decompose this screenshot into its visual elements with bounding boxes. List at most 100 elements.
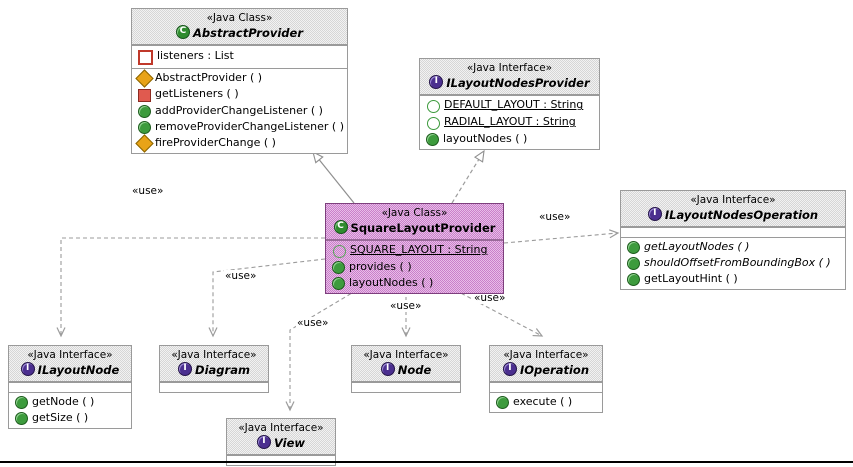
public-method-icon	[15, 412, 28, 426]
private-method-icon	[138, 89, 151, 103]
stereotype-label: «Java Interface»	[238, 422, 324, 434]
public-method-icon	[138, 105, 151, 119]
method-row[interactable]: AbstractProvider ( )	[132, 69, 347, 88]
public-method-icon	[15, 396, 28, 410]
stereotype-label: «Java Class»	[206, 12, 273, 24]
method-row[interactable]: layoutNodes ( )	[326, 275, 503, 291]
field-row[interactable]: DEFAULT_LAYOUT : String	[420, 97, 599, 114]
member-label: DEFAULT_LAYOUT : String	[444, 98, 584, 112]
stereotype-label: «Java Class»	[381, 207, 448, 219]
java-interface-icon: I	[647, 207, 662, 222]
stereotype-label: «Java Interface»	[503, 349, 589, 361]
fields-compartment: DEFAULT_LAYOUT : String RADIAL_LAYOUT : …	[420, 95, 599, 149]
bottom-border-rule	[0, 461, 853, 463]
method-row[interactable]: execute ( )	[490, 394, 602, 410]
method-row[interactable]: removeProviderChangeListener ( )	[132, 119, 347, 135]
member-label: provides ( )	[349, 259, 412, 273]
member-label: listeners : List	[157, 49, 234, 63]
use-label-view: «use»	[296, 317, 330, 329]
java-class-icon: C	[175, 25, 190, 40]
method-row[interactable]: shouldOffsetFromBoundingBox ( )	[621, 255, 845, 271]
member-label: layoutNodes ( )	[443, 131, 528, 145]
public-method-icon	[332, 277, 345, 291]
methods-compartment: AbstractProvider ( ) getListeners ( ) ad…	[132, 68, 347, 153]
members-compartment: SQUARE_LAYOUT : String provides ( ) layo…	[326, 240, 503, 293]
private-field-icon	[138, 50, 153, 66]
java-interface-icon: I	[502, 362, 517, 377]
member-label: getSize ( )	[32, 410, 89, 424]
field-row[interactable]: listeners : List	[132, 47, 347, 66]
method-row[interactable]: getListeners ( )	[132, 86, 347, 103]
member-label: layoutNodes ( )	[349, 275, 434, 289]
fields-compartment	[621, 227, 845, 237]
public-method-icon	[426, 133, 439, 147]
member-label: getListeners ( )	[155, 87, 239, 101]
edge-realization-ilayoutnodesprovider	[451, 149, 485, 204]
field-row[interactable]: SQUARE_LAYOUT : String	[326, 242, 503, 259]
public-field-icon	[333, 245, 346, 259]
method-row[interactable]: getLayoutNodes ( )	[621, 239, 845, 255]
use-label-ioperation: «use»	[473, 292, 507, 304]
member-label: getLayoutNodes ( )	[644, 239, 750, 253]
java-class-icon: C	[333, 220, 348, 235]
use-label-left: «use»	[131, 185, 165, 197]
fields-compartment	[9, 382, 131, 392]
methods-compartment: getNode ( ) getSize ( )	[9, 392, 131, 428]
protected-method-icon	[135, 69, 154, 88]
java-interface-icon: I	[380, 362, 395, 377]
java-interface-icon: I	[178, 362, 193, 377]
java-interface-icon: I	[256, 435, 271, 450]
member-label: removeProviderChangeListener ( )	[155, 119, 345, 133]
edge-dependency-ilayoutnodesoperation	[503, 229, 620, 244]
fields-compartment	[490, 382, 602, 392]
member-label: addProviderChangeListener ( )	[155, 103, 323, 117]
methods-compartment: getLayoutNodes ( ) shouldOffsetFromBound…	[621, 237, 845, 289]
stereotype-label: «Java Interface»	[690, 194, 776, 206]
field-row[interactable]: RADIAL_LAYOUT : String	[420, 114, 599, 131]
member-label: RADIAL_LAYOUT : String	[444, 115, 576, 129]
method-row[interactable]: fireProviderChange ( )	[132, 134, 347, 153]
public-method-icon	[627, 241, 640, 255]
public-method-icon	[496, 396, 509, 410]
method-row[interactable]: layoutNodes ( )	[420, 131, 599, 147]
members-compartment	[227, 455, 335, 465]
use-label-diagram: «use»	[224, 270, 258, 282]
method-row[interactable]: addProviderChangeListener ( )	[132, 103, 347, 119]
java-interface-icon: I	[429, 75, 444, 90]
use-label-node: «use»	[389, 300, 423, 312]
java-interface-icon: I	[20, 362, 35, 377]
stereotype-label: «Java Interface»	[27, 349, 113, 361]
public-method-icon	[627, 257, 640, 271]
method-row[interactable]: getSize ( )	[9, 410, 131, 426]
fields-compartment: listeners : List	[132, 45, 347, 68]
method-row[interactable]: getNode ( )	[9, 394, 131, 410]
stereotype-label: «Java Interface»	[171, 349, 257, 361]
members-compartment	[352, 382, 460, 392]
method-row[interactable]: provides ( )	[326, 259, 503, 275]
member-label: SQUARE_LAYOUT : String	[350, 243, 488, 257]
member-label: getNode ( )	[32, 394, 95, 408]
method-row[interactable]: getLayoutHint ( )	[621, 271, 845, 287]
